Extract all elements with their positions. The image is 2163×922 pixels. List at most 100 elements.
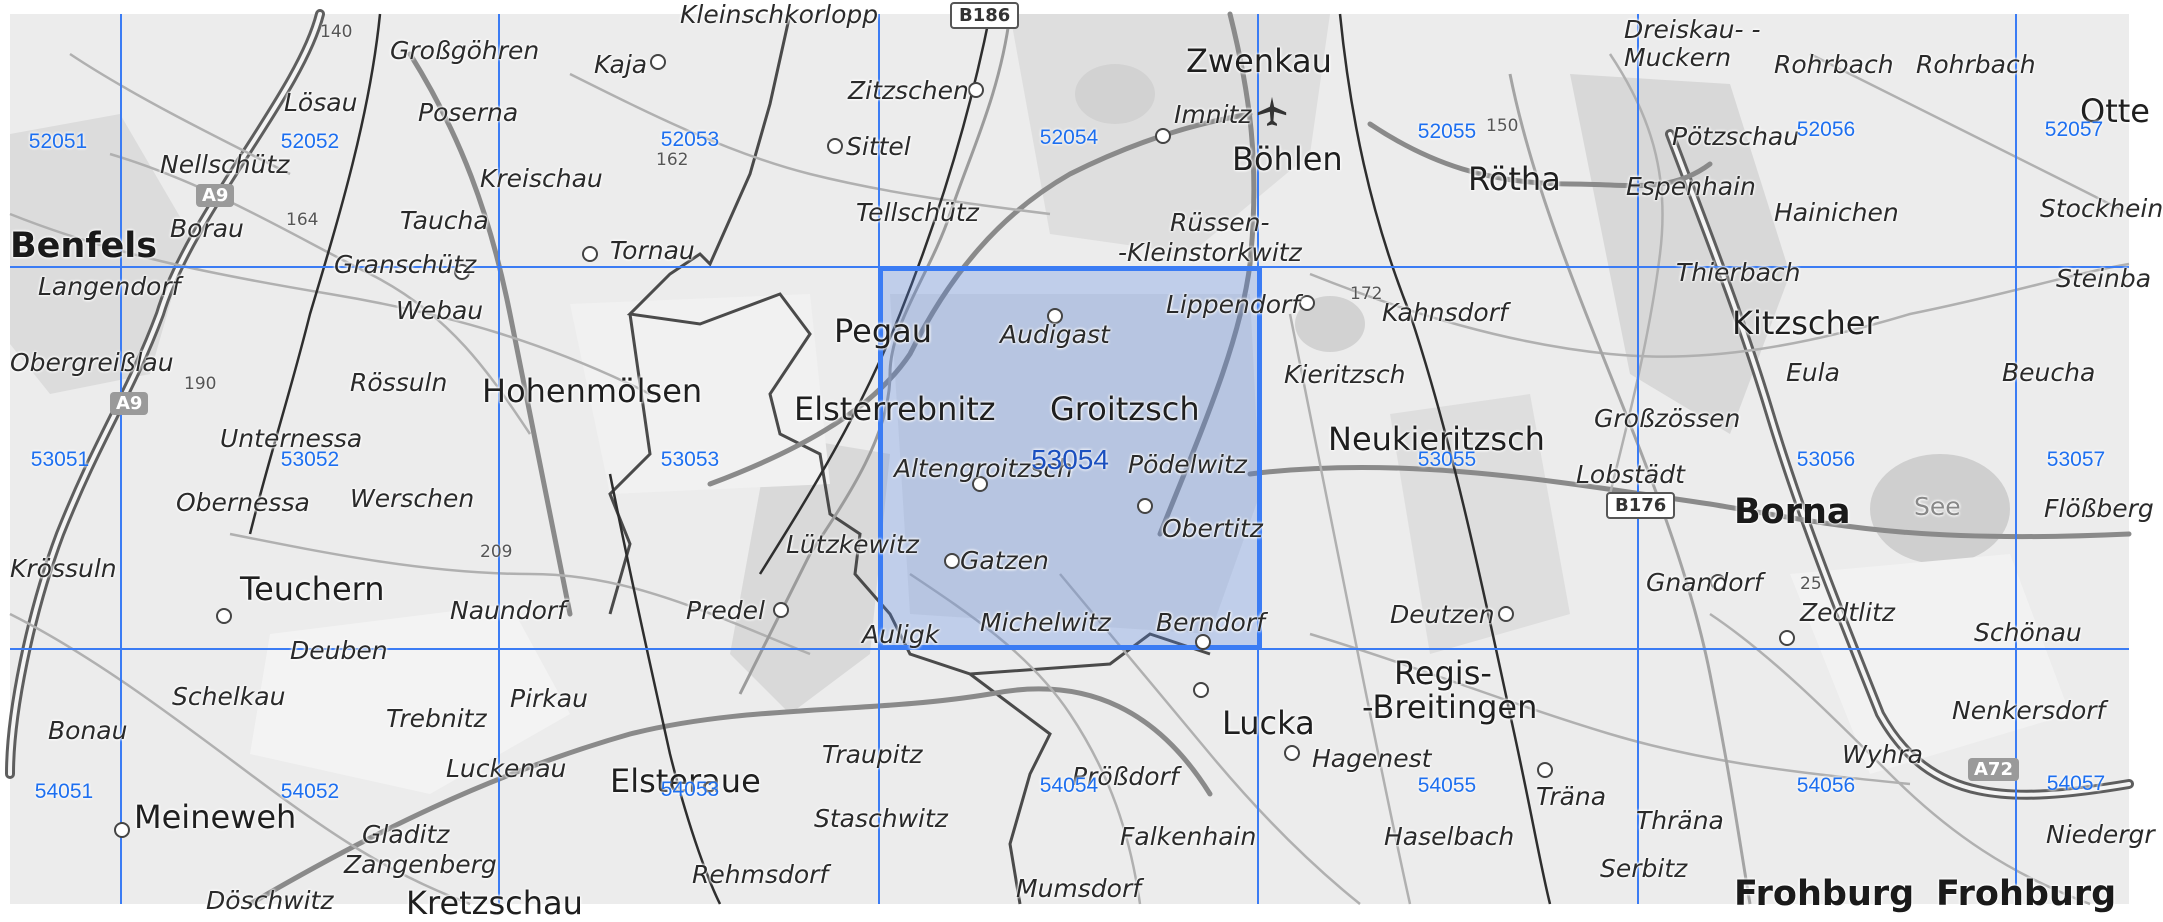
place-label: Rüssen- xyxy=(1170,208,1270,237)
elevation-label: 25 xyxy=(1800,574,1822,594)
grid-cell-label[interactable]: 52056 xyxy=(1796,118,1856,141)
grid-cell-label[interactable]: 53052 xyxy=(280,448,340,471)
place-label: Tellschütz xyxy=(856,198,979,227)
town-marker xyxy=(1137,498,1153,514)
place-label: Lucka xyxy=(1222,704,1315,742)
grid-cell-label[interactable]: 53053 xyxy=(660,448,720,471)
grid-cell-label[interactable]: 53057 xyxy=(2046,448,2106,471)
grid-cell-label[interactable]: 54052 xyxy=(280,780,340,803)
grid-cell-label[interactable]: 54054 xyxy=(1039,774,1099,797)
place-label: Pegau xyxy=(834,312,933,350)
grid-line xyxy=(120,14,122,904)
town-marker xyxy=(1047,308,1063,324)
road-shield: A72 xyxy=(1968,758,2019,781)
grid-cell-label[interactable]: 54057 xyxy=(2046,772,2106,795)
place-label: Borau xyxy=(170,214,244,243)
grid-cell-label[interactable]: 52053 xyxy=(660,128,720,151)
place-label: Hagenest xyxy=(1312,744,1432,773)
place-label: Gatzen xyxy=(960,546,1049,575)
place-label: Lobstädt xyxy=(1576,460,1685,489)
grid-cell-label[interactable]: 54051 xyxy=(34,780,94,803)
place-label: Espenhain xyxy=(1626,172,1756,201)
place-label: Pödelwitz xyxy=(1128,450,1247,479)
place-label: Pirkau xyxy=(510,684,588,713)
place-label: Obertitz xyxy=(1162,514,1263,543)
grid-cell-label[interactable]: 53056 xyxy=(1796,448,1856,471)
road-shield: B176 xyxy=(1606,492,1676,519)
place-label: Kahnsdorf xyxy=(1382,298,1508,327)
grid-cell-label[interactable]: 53055 xyxy=(1417,448,1477,471)
place-label: Luckenau xyxy=(446,754,567,783)
place-label: Predel xyxy=(686,596,765,625)
place-label: Gnandorf xyxy=(1646,568,1763,597)
place-label: Rössuln xyxy=(350,368,448,397)
elevation-label: 162 xyxy=(656,150,689,170)
town-marker xyxy=(972,476,988,492)
place-label: Rohrbach xyxy=(1774,50,1894,79)
place-label: Prößdorf xyxy=(1072,762,1179,791)
elevation-label: 190 xyxy=(184,374,217,394)
place-label: Rötha xyxy=(1468,160,1561,198)
place-label: Haselbach xyxy=(1384,822,1515,851)
place-label: Audigast xyxy=(1000,320,1110,349)
place-label: Pötzschau xyxy=(1672,122,1800,151)
elevation-label: 164 xyxy=(286,210,319,230)
place-label: Eula xyxy=(1786,358,1840,387)
town-marker xyxy=(968,82,984,98)
place-label: Beucha xyxy=(2002,358,2096,387)
place-label: Naundorf xyxy=(450,596,566,625)
town-marker xyxy=(1284,745,1300,761)
airport-icon xyxy=(1257,96,1287,126)
map-view[interactable]: Großgöhren Kaja Zitzschen Zwenkau Imnitz… xyxy=(5,0,2163,922)
grid-cell-label[interactable]: 52055 xyxy=(1417,120,1477,143)
grid-cell-label[interactable]: 52051 xyxy=(28,130,88,153)
place-label: Michelwitz xyxy=(980,608,1111,637)
place-label: Tränа xyxy=(1536,782,1607,811)
place-label: Kaja xyxy=(594,50,648,79)
grid-cell-label[interactable]: 52054 xyxy=(1039,126,1099,149)
place-label: Sittel xyxy=(846,132,911,161)
place-label: Granschütz xyxy=(334,250,477,279)
town-marker xyxy=(1195,634,1211,650)
grid-cell-label[interactable]: 53051 xyxy=(30,448,90,471)
town-marker xyxy=(1155,128,1171,144)
place-label: Nenkersdorf xyxy=(1952,696,2106,725)
place-label: Obernessa xyxy=(176,488,310,517)
place-label: Auligk xyxy=(862,620,940,649)
grid-cell-label[interactable]: 54055 xyxy=(1417,774,1477,797)
place-label: Obergreißlau xyxy=(10,348,174,377)
grid-line xyxy=(2015,14,2017,904)
road-shield: A9 xyxy=(110,392,149,415)
grid-cell-label[interactable]: 53054 xyxy=(1031,444,1109,475)
place-label: Lösau xyxy=(284,88,358,117)
place-label: Poserna xyxy=(418,98,519,127)
place-label: Meineweh xyxy=(134,798,297,836)
grid-cell-label[interactable]: 52052 xyxy=(280,130,340,153)
place-label: Zitzschen xyxy=(848,76,969,105)
place-label: Werschen xyxy=(350,484,475,513)
place-label: Schönau xyxy=(1974,618,2082,647)
grid-cell-label[interactable]: 54053 xyxy=(660,778,720,801)
place-label: Deuben xyxy=(290,636,388,665)
place-label: Frohburg xyxy=(1734,874,1915,914)
place-label: Kitzscher xyxy=(1732,304,1879,342)
grid-line xyxy=(498,14,500,904)
elevation-label: 209 xyxy=(480,542,513,562)
place-label: Lützkewitz xyxy=(786,530,919,559)
town-marker xyxy=(1779,630,1795,646)
place-label: Berndorf xyxy=(1156,608,1265,637)
place-label: Regis- xyxy=(1394,654,1492,692)
grid-line xyxy=(1637,14,1639,904)
grid-cell-label[interactable]: 54056 xyxy=(1796,774,1856,797)
place-label: Unternessa xyxy=(220,424,363,453)
grid-cell-label[interactable]: 52057 xyxy=(2044,118,2104,141)
place-label: Zedtlitz xyxy=(1800,598,1895,627)
selected-grid-cell[interactable] xyxy=(878,266,1262,650)
place-label: Kreischau xyxy=(480,164,603,193)
place-label: Langendorf xyxy=(38,272,181,301)
place-label: Großzössen xyxy=(1594,404,1741,433)
place-label: Schelkau xyxy=(172,682,286,711)
place-label: Kleinschkorlopp xyxy=(680,0,879,29)
place-label: Deutzen xyxy=(1390,600,1495,629)
place-label: Hainichen xyxy=(1774,198,1899,227)
